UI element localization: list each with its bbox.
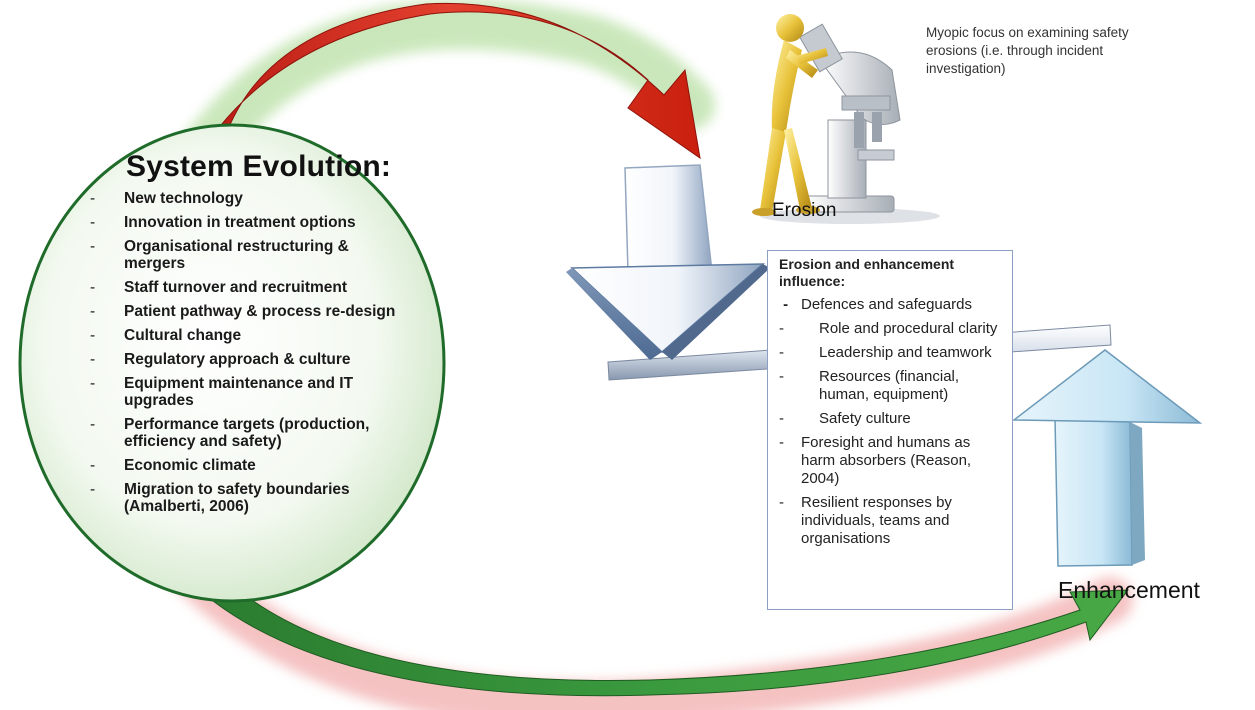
list-item: -Economic climate xyxy=(90,457,256,474)
system-evolution-title: System Evolution: xyxy=(126,150,392,183)
top-curved-arrow xyxy=(195,2,701,161)
influence-box-title: Erosion and enhancement influence: xyxy=(779,256,955,289)
list-item: -Staff turnover and recruitment xyxy=(90,279,348,296)
up-arrow xyxy=(1011,349,1203,567)
list-item: -Cultural change xyxy=(90,327,242,344)
myopic-focus-note: Myopic focus on examining safety erosion… xyxy=(926,25,1129,76)
list-item: -New technology xyxy=(90,190,243,207)
enhancement-label: Enhancement xyxy=(1058,577,1200,603)
list-item: -Performance targets (production, effici… xyxy=(90,416,370,450)
list-item: -Foresight and humans as harm absorbers … xyxy=(779,434,972,487)
list-item: -Patient pathway & process re-design xyxy=(90,303,396,320)
list-item: -Migration to safety boundaries (Amalber… xyxy=(90,481,350,515)
list-item: -Safety culture xyxy=(779,410,911,427)
list-item: -Resources (financial, human, equipment) xyxy=(779,368,960,403)
list-item: -Role and procedural clarity xyxy=(779,320,998,337)
list-item: -Innovation in treatment options xyxy=(90,214,356,231)
system-evolution-circle xyxy=(18,123,446,603)
list-item: -Regulatory approach & culture xyxy=(90,351,351,368)
bottom-curved-arrow xyxy=(178,567,1130,697)
list-item: -Defences and safeguards xyxy=(779,296,972,313)
list-item: -Equipment maintenance and IT upgrades xyxy=(90,375,354,409)
list-item: -Leadership and teamwork xyxy=(779,344,992,361)
list-item: -Resilient responses by individuals, tea… xyxy=(779,494,952,547)
list-item: -Organisational restructuring & mergers xyxy=(90,238,349,272)
system-evolution-list: -New technology -Innovation in treatment… xyxy=(90,190,420,522)
down-arrow xyxy=(566,164,770,360)
influence-box: Erosion and enhancement influence: -Defe… xyxy=(767,250,1013,610)
erosion-label: Erosion xyxy=(772,200,837,221)
scientist-microscope-illustration xyxy=(752,14,940,224)
